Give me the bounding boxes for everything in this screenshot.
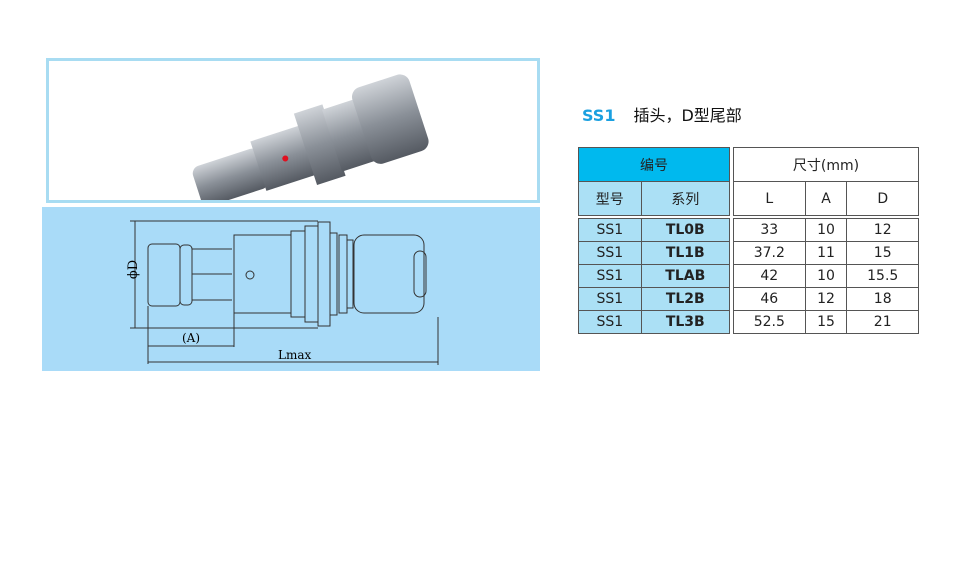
l-cell: 37.2 bbox=[733, 241, 806, 265]
col-a: A bbox=[804, 181, 848, 216]
col-model: 型号 bbox=[578, 181, 642, 216]
model-cell: SS1 bbox=[578, 241, 642, 265]
model-cell: SS1 bbox=[578, 310, 642, 334]
header-dimensions: 尺寸(mm) bbox=[733, 147, 919, 182]
series-cell: TL2B bbox=[640, 287, 731, 311]
a-cell: 15 bbox=[804, 310, 848, 334]
a-dimension-label: (A) bbox=[182, 331, 201, 345]
series-cell: TL0B bbox=[640, 218, 731, 242]
a-cell: 11 bbox=[804, 241, 848, 265]
l-cell: 33 bbox=[733, 218, 806, 242]
header-code: 编号 bbox=[578, 147, 730, 182]
a-cell: 10 bbox=[804, 218, 848, 242]
dimension-drawing: ϕD (A) Lmax bbox=[42, 207, 540, 371]
model-cell: SS1 bbox=[578, 287, 642, 311]
d-cell: 15 bbox=[846, 241, 919, 265]
a-cell: 12 bbox=[804, 287, 848, 311]
series-cell: TLAB bbox=[640, 264, 731, 288]
d-cell: 12 bbox=[846, 218, 919, 242]
d-cell: 21 bbox=[846, 310, 919, 334]
diameter-label: ϕD bbox=[126, 259, 142, 280]
series-cell: TL3B bbox=[640, 310, 731, 334]
product-photo-frame bbox=[46, 58, 540, 207]
col-l: L bbox=[733, 181, 806, 216]
connector-photo bbox=[192, 74, 429, 207]
series-cell: TL1B bbox=[640, 241, 731, 265]
model-cell: SS1 bbox=[578, 264, 642, 288]
l-cell: 42 bbox=[733, 264, 806, 288]
d-cell: 18 bbox=[846, 287, 919, 311]
page-title: SS1 插头，D型尾部 bbox=[582, 102, 742, 126]
col-series: 系列 bbox=[640, 181, 731, 216]
lmax-label: Lmax bbox=[278, 348, 312, 362]
l-cell: 52.5 bbox=[733, 310, 806, 334]
col-d: D bbox=[846, 181, 919, 216]
l-cell: 46 bbox=[733, 287, 806, 311]
d-cell: 15.5 bbox=[846, 264, 919, 288]
model-cell: SS1 bbox=[578, 218, 642, 242]
model-code: SS1 bbox=[582, 106, 616, 125]
title-text: 插头，D型尾部 bbox=[633, 106, 742, 125]
a-cell: 10 bbox=[804, 264, 848, 288]
